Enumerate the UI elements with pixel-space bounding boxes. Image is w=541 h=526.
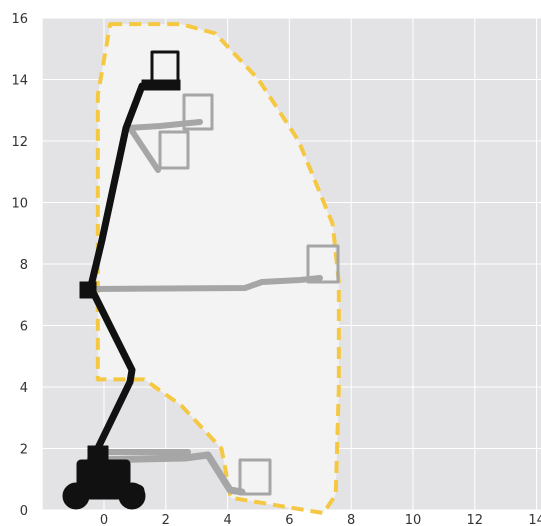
x-tick-label: 2 <box>162 513 170 526</box>
ghost-basket-mid <box>306 244 340 284</box>
basket-floor <box>141 79 181 91</box>
x-tick-label: 10 <box>405 513 422 526</box>
y-tick-label: 8 <box>20 258 28 273</box>
y-tick-label: 2 <box>20 443 28 458</box>
ghost-boom-upper-fold <box>127 125 161 173</box>
working-envelope-area <box>95 22 341 516</box>
y-axis-tick-labels: 0 2 4 6 8 10 12 14 16 <box>11 12 28 519</box>
x-tick-label: 0 <box>100 513 108 526</box>
x-tick-label: 8 <box>347 513 355 526</box>
machine-axle <box>65 484 145 500</box>
upper-boom <box>86 82 146 294</box>
lower-boom <box>88 286 136 456</box>
x-axis-tick-labels: 0 2 4 6 8 10 12 14 <box>100 513 541 526</box>
y-tick-label: 10 <box>11 197 28 212</box>
ghost-boom-positions <box>86 93 340 496</box>
x-tick-label: 6 <box>285 513 293 526</box>
ghost-boom-low-reach <box>86 451 246 496</box>
x-tick-label: 14 <box>528 513 541 526</box>
ghost-basket-upper <box>182 93 214 131</box>
y-tick-label: 14 <box>11 74 28 89</box>
y-tick-label: 16 <box>11 12 28 27</box>
machine-silhouette <box>62 50 181 510</box>
x-tick-label: 4 <box>223 513 231 526</box>
y-tick-label: 0 <box>20 504 28 519</box>
x-tick-label: 12 <box>467 513 484 526</box>
ghost-basket-low <box>238 458 272 496</box>
y-tick-label: 12 <box>11 135 28 150</box>
y-tick-label: 6 <box>20 320 28 335</box>
ghost-basket-upper-low <box>158 130 190 170</box>
y-tick-label: 4 <box>20 381 28 396</box>
ghost-boom-upper-bent <box>125 119 203 131</box>
